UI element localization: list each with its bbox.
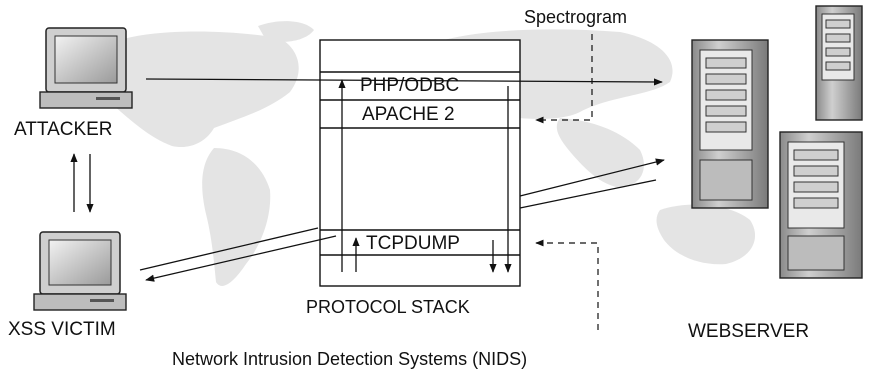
webserver-tower-back — [815, 5, 863, 121]
webserver-tower-front — [691, 39, 769, 209]
spectrogram-label: Spectrogram — [524, 7, 628, 27]
line-webserver-to-stack — [519, 179, 657, 209]
xss-victim-label: XSS VICTIM — [8, 319, 116, 340]
apache-layer-label: APACHE 2 — [362, 104, 455, 125]
attacker-label: ATTACKER — [14, 119, 113, 140]
webserver-tower-right — [779, 131, 863, 279]
nids-caption: Network Intrusion Detection Systems (NID… — [172, 349, 528, 369]
nids-dashed-arrow — [535, 239, 599, 330]
php-odbc-layer-label: PHP/ODBC — [360, 75, 460, 96]
spectrogram-dashed-arrow — [535, 34, 593, 124]
victim-computer-icon — [33, 231, 127, 311]
arrow-stack-to-webserver — [519, 158, 665, 197]
protocol-stack-label: PROTOCOL STACK — [306, 297, 470, 317]
arrow-attacker-to-webserver — [145, 78, 663, 86]
webserver-label: WEBSERVER — [688, 321, 810, 342]
arrow-stack-to-victim-2 — [139, 227, 319, 271]
arrow-stack-to-victim-1 — [145, 235, 337, 282]
attacker-computer-icon — [39, 27, 133, 109]
tcpdump-layer-label: TCPDUMP — [366, 233, 460, 254]
